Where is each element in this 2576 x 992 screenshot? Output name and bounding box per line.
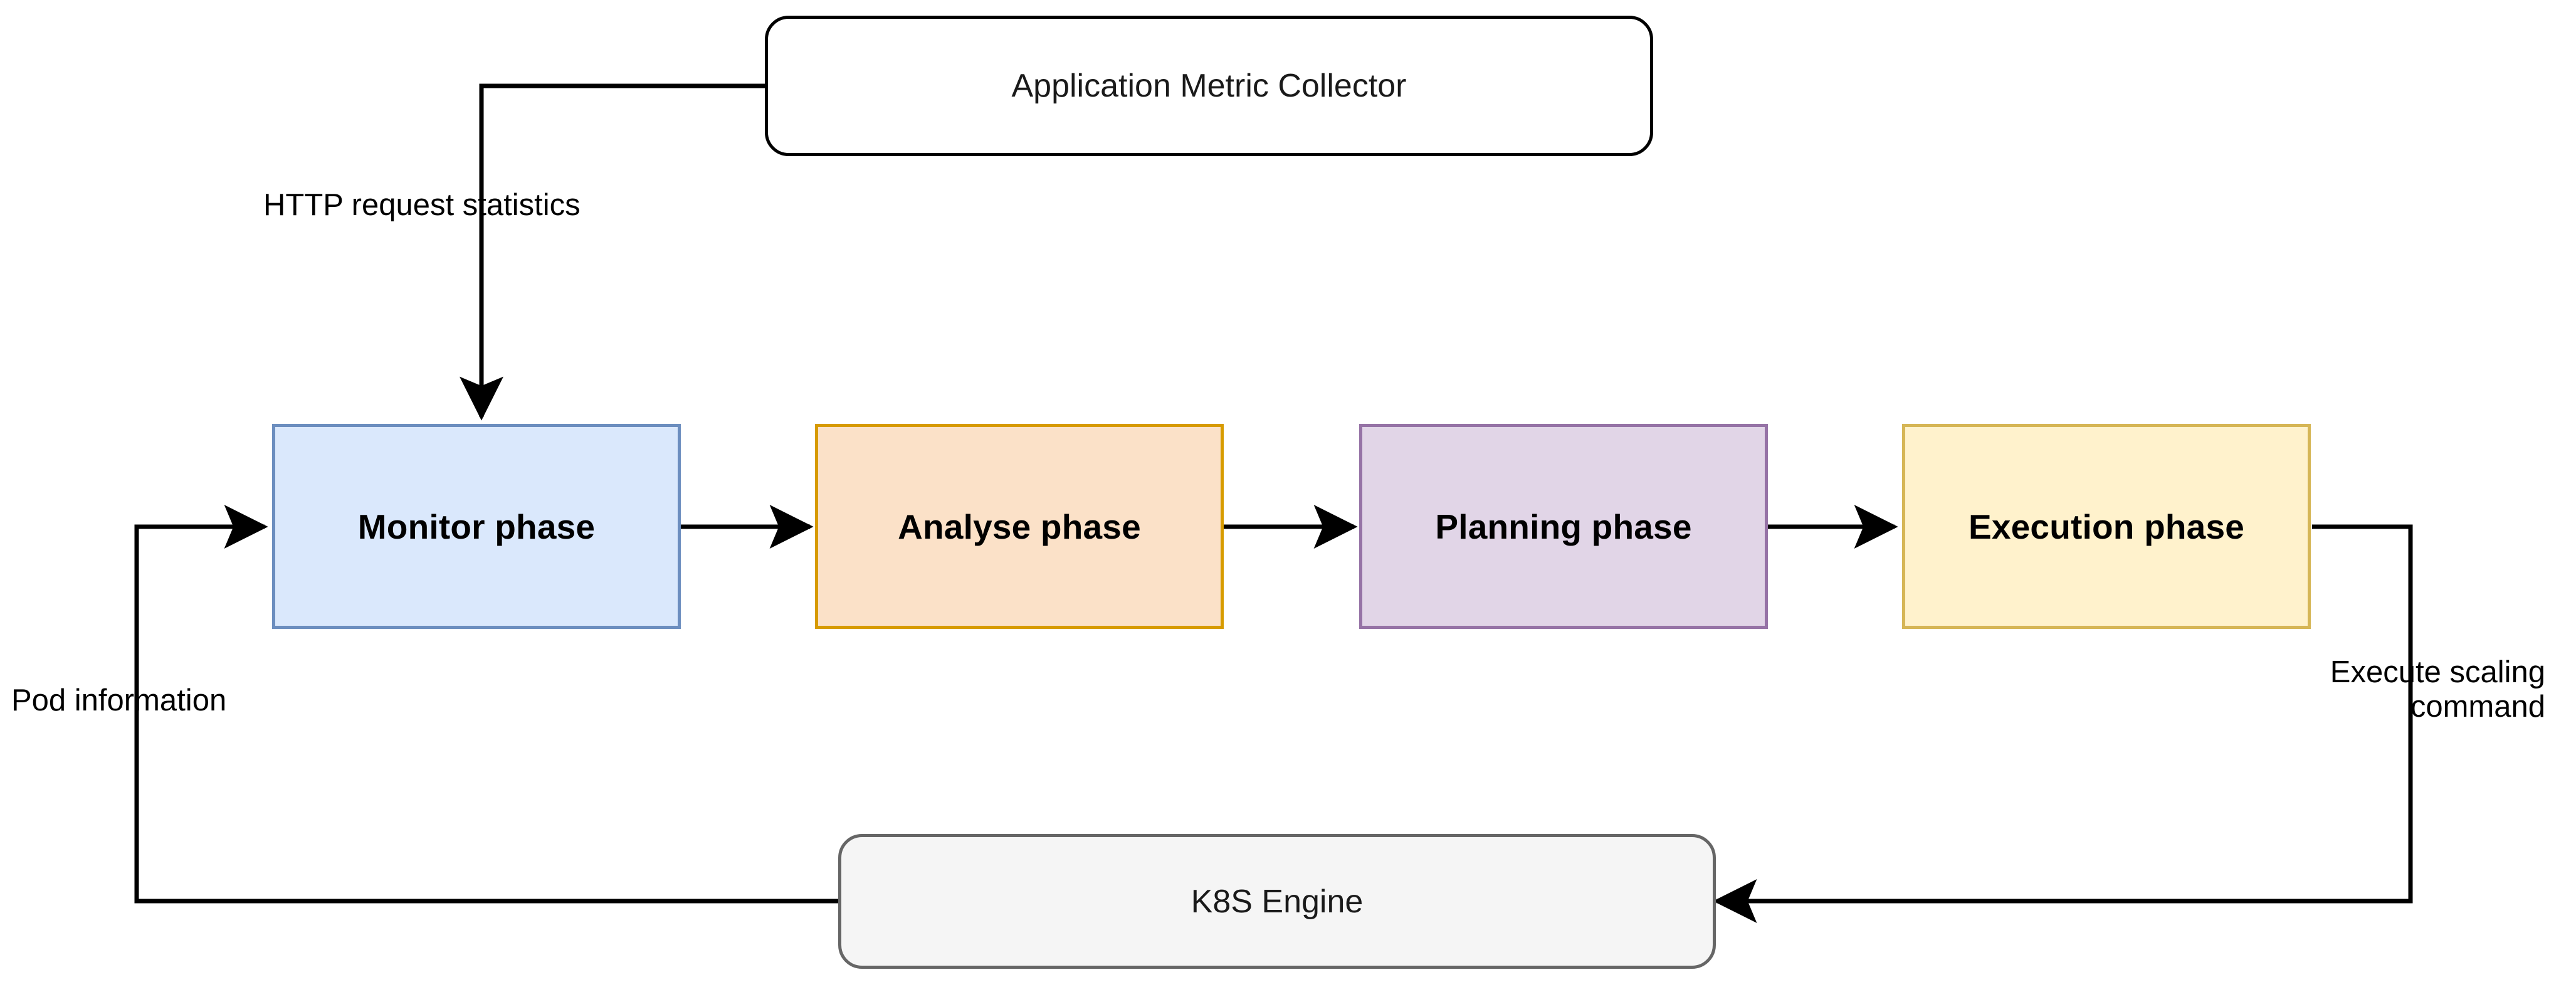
node-label-application-metric-collector: Application Metric Collector xyxy=(1011,68,1407,104)
edge-label-pod-information: Pod information xyxy=(11,683,227,717)
node-label-execution-phase: Execution phase xyxy=(1968,507,2245,546)
node-label-monitor-phase: Monitor phase xyxy=(357,507,596,546)
edge-execute-scaling-command xyxy=(1713,524,2413,923)
node-label-k8s-engine: K8S Engine xyxy=(1191,883,1364,920)
node-k8s-engine[interactable]: K8S Engine xyxy=(838,834,1716,969)
node-label-planning-phase: Planning phase xyxy=(1435,507,1692,546)
node-label-analyse-phase: Analyse phase xyxy=(898,507,1141,546)
edge-pod-information xyxy=(134,505,838,904)
edge-http-request-statistics xyxy=(460,83,765,421)
node-monitor-phase[interactable]: Monitor phase xyxy=(272,424,681,629)
node-planning-phase[interactable]: Planning phase xyxy=(1359,424,1768,629)
node-analyse-phase[interactable]: Analyse phase xyxy=(815,424,1224,629)
node-execution-phase[interactable]: Execution phase xyxy=(1902,424,2311,629)
node-application-metric-collector[interactable]: Application Metric Collector xyxy=(765,16,1653,156)
edge-label-http-request-statistics: HTTP request statistics xyxy=(263,188,581,222)
edge-label-execute-scaling-command: Execute scaling command xyxy=(2330,655,2545,724)
